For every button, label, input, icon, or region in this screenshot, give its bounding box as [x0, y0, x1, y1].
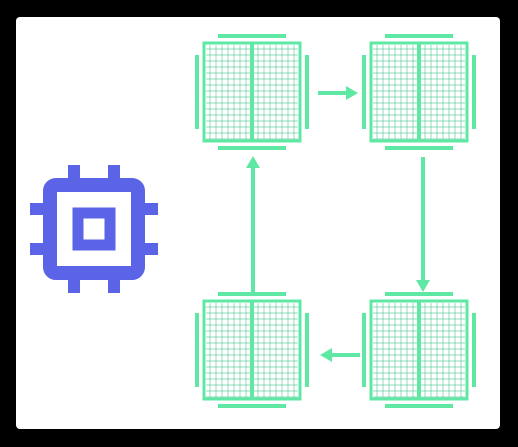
- cpu-pin: [30, 203, 52, 215]
- memory-chip-icon: [362, 34, 476, 150]
- flow-arrow: [246, 156, 260, 292]
- cpu-core: [72, 207, 116, 251]
- cpu-pin: [136, 243, 158, 255]
- flow-arrows: [246, 86, 430, 362]
- flow-arrow: [318, 86, 358, 100]
- memory-chip-icon: [362, 292, 476, 408]
- flow-arrow: [416, 157, 430, 292]
- cpu-pin: [136, 203, 158, 215]
- cpu-icon: [30, 165, 158, 293]
- cpu-pin: [68, 165, 80, 187]
- diagram-scene: [30, 34, 476, 408]
- memory-chip-icon: [195, 292, 309, 408]
- diagram-canvas: [16, 17, 500, 429]
- cpu-pin: [30, 243, 52, 255]
- cpu-pin: [108, 271, 120, 293]
- cpu-body: [43, 178, 145, 280]
- flow-arrow: [320, 348, 360, 362]
- cpu-pin: [68, 271, 80, 293]
- memory-chip-icon: [195, 34, 309, 150]
- memory-chip-nodes: [195, 34, 476, 408]
- cpu-pin: [108, 165, 120, 187]
